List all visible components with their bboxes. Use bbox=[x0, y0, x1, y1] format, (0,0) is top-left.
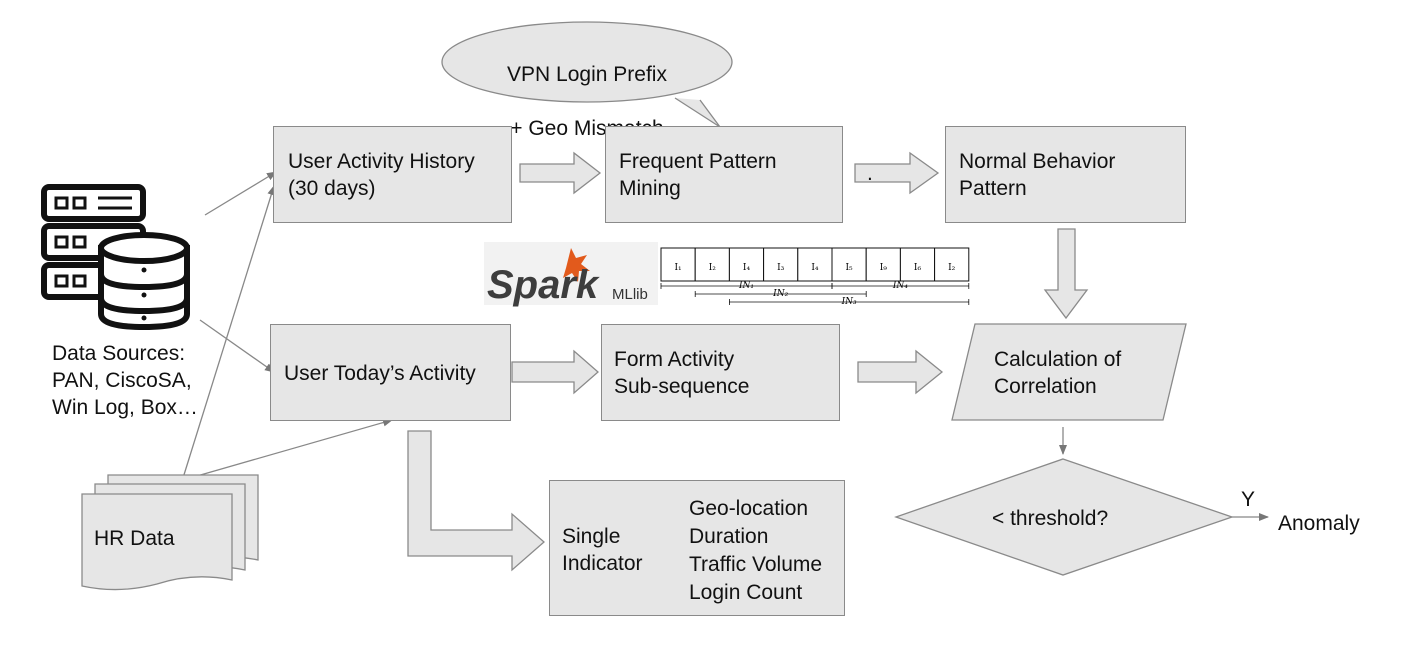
interval-label: IN₃ bbox=[841, 297, 857, 307]
sequence-item-label: I₅ bbox=[846, 263, 854, 273]
threshold-label: < threshold? bbox=[992, 507, 1109, 530]
user-today-activity-box: User Today’s Activity bbox=[270, 324, 511, 421]
sequence-item-label: I₂ bbox=[948, 263, 956, 273]
data-sources-label: Data Sources: PAN, CiscoSA, Win Log, Box… bbox=[52, 342, 198, 419]
hr-data-label: HR Data bbox=[94, 527, 175, 550]
indicator-geo-location: Geo-location bbox=[689, 497, 809, 520]
yes-label: Y bbox=[1241, 488, 1256, 511]
user-activity-history-box: User Activity History (30 days) bbox=[273, 126, 512, 223]
sequence-cell bbox=[660, 247, 696, 282]
arrow-sources-to-history bbox=[204, 171, 277, 216]
user-today-activity-label: User Today’s Activity bbox=[284, 362, 476, 385]
sequence-item-label: I₆ bbox=[914, 263, 922, 273]
sequence-cell bbox=[763, 247, 799, 282]
interval-label: IN₁ bbox=[738, 281, 754, 291]
sequence-cell bbox=[797, 247, 833, 282]
sequence-cell bbox=[694, 247, 730, 282]
block-arrow-normal-to-correlation bbox=[1043, 228, 1089, 320]
arrow-hr-to-history bbox=[182, 185, 276, 479]
sequence-cell bbox=[831, 247, 867, 282]
threshold-diamond bbox=[894, 458, 1235, 576]
frequent-pattern-mining-label: Frequent Pattern Mining bbox=[619, 150, 777, 200]
sequence-cell bbox=[934, 247, 970, 282]
block-arrow-subseq-to-correlation bbox=[857, 349, 944, 395]
stray-dot: . bbox=[867, 162, 873, 185]
user-activity-history-label: User Activity History (30 days) bbox=[288, 150, 475, 200]
arrow-sources-to-today bbox=[199, 319, 275, 373]
normal-behavior-pattern-box: Normal Behavior Pattern bbox=[945, 126, 1186, 223]
block-arrow-today-to-subseq bbox=[511, 349, 599, 395]
sequence-item-label: I₄ bbox=[811, 263, 819, 273]
normal-behavior-pattern-label: Normal Behavior Pattern bbox=[959, 150, 1116, 200]
calculation-of-correlation-label: Calculation of Correlation bbox=[994, 348, 1122, 398]
indicator-traffic-volume: Traffic Volume bbox=[689, 553, 823, 576]
frequent-pattern-mining-box: Frequent Pattern Mining bbox=[605, 126, 843, 223]
spark-star-icon bbox=[563, 248, 590, 282]
block-arrow-history-to-mining bbox=[519, 151, 602, 195]
sequence-cell bbox=[899, 247, 936, 282]
single-indicator-label: Single Indicator bbox=[562, 525, 643, 575]
callout-bubble bbox=[441, 21, 733, 103]
interval-label: IN₄ bbox=[892, 281, 908, 291]
database-server-icon bbox=[41, 184, 190, 331]
sequence-item-label: I₂ bbox=[709, 263, 717, 273]
form-activity-subsequence-label: Form Activity Sub-sequence bbox=[614, 348, 750, 398]
indicator-duration: Duration bbox=[689, 525, 769, 548]
sequence-item-label: I₄ bbox=[743, 263, 751, 273]
hr-doc-front bbox=[81, 493, 233, 591]
sequence-item-label: I₁ bbox=[675, 263, 682, 273]
arrow-hr-to-today bbox=[189, 418, 393, 479]
sequence-item-label: I₉ bbox=[880, 263, 888, 273]
activity-sequence-strip: I₁ I₂ I₄ I₃ I₄ I₅ I₉ I₆ I₂ IN₁ IN₂ IN₃ IN₄ bbox=[660, 247, 970, 307]
form-activity-subsequence-box: Form Activity Sub-sequence bbox=[601, 324, 840, 421]
callout-line-1: VPN Login Prefix bbox=[507, 63, 667, 86]
correlation-parallelogram bbox=[951, 323, 1187, 421]
single-indicator-box: Single Indicator Geo-location Duration T… bbox=[549, 480, 845, 616]
block-arrow-mining-to-normal bbox=[854, 151, 940, 195]
interval-label: IN₂ bbox=[772, 289, 788, 299]
mllib-label: MLlib bbox=[612, 286, 648, 303]
sequence-item-label: I₃ bbox=[777, 263, 785, 273]
anomaly-label: Anomaly bbox=[1278, 512, 1360, 535]
spark-logo-text: Spark bbox=[487, 263, 600, 307]
indicator-login-count: Login Count bbox=[689, 581, 803, 604]
block-arrow-today-to-indicator bbox=[407, 430, 545, 572]
